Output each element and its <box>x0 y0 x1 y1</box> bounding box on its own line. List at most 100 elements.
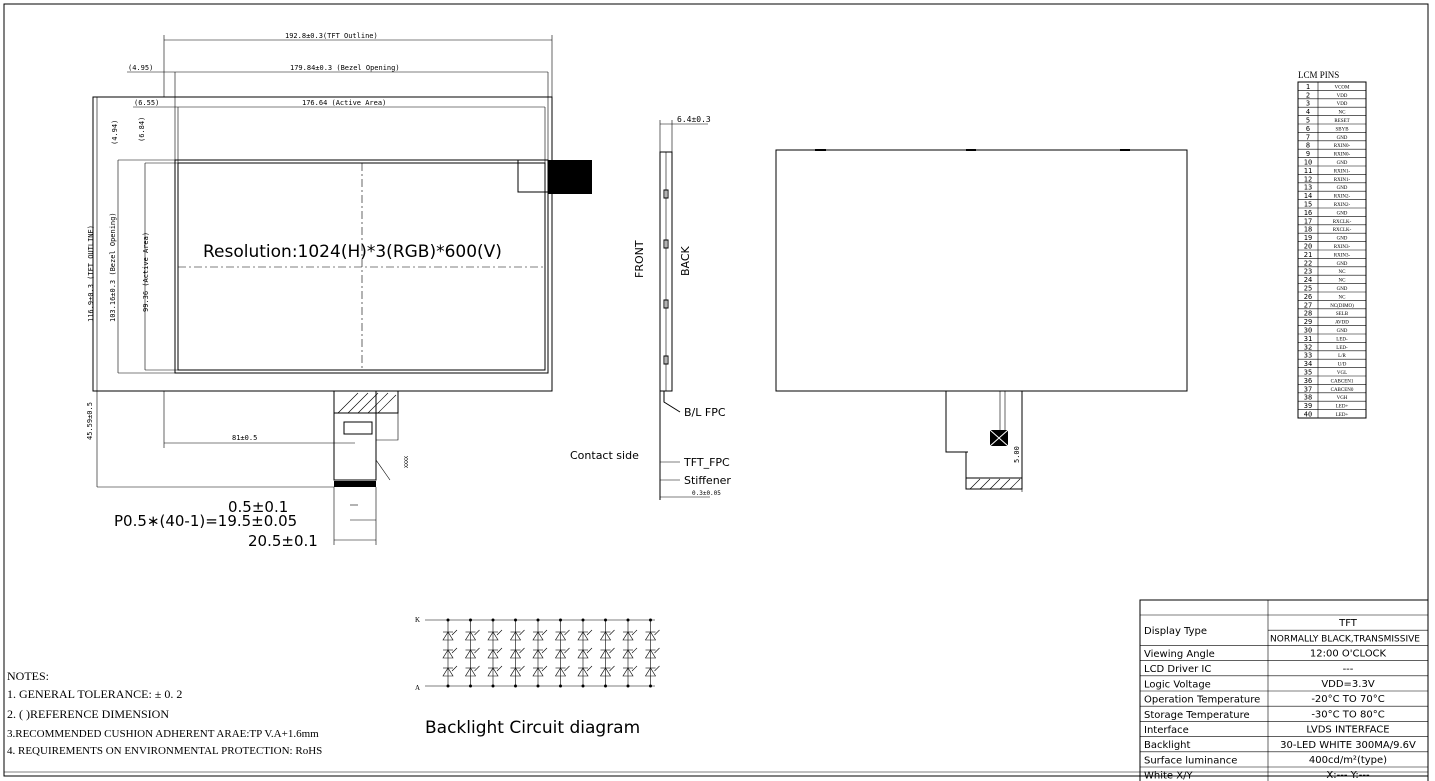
note-2: 2. ( )REFERENCE DIMENSION <box>7 707 169 721</box>
pin-signal: GND <box>1337 329 1348 334</box>
fpc-window <box>343 421 373 435</box>
pin-number: 26 <box>1304 293 1312 301</box>
led-icon <box>464 665 480 677</box>
label-tft-fpc: TFT_FPC <box>683 456 730 469</box>
pin-number: 6 <box>1306 125 1310 133</box>
dim-bezel-h: 103.16±0.3 (Bezel Opening) <box>109 212 117 322</box>
spec-label: LCD Driver IC <box>1144 664 1211 675</box>
pin-signal: LED- <box>1336 346 1348 351</box>
pin-number: 25 <box>1304 285 1312 293</box>
pin-number: 3 <box>1306 100 1310 108</box>
led-icon <box>487 629 503 641</box>
dim-tft-outline-h: 116.9±0.3 (TFT OUTLINE) <box>87 225 95 322</box>
fpc-mark: XXXX <box>404 456 410 468</box>
dim-fpc-width: 20.5±0.1 <box>248 532 318 550</box>
pin-number: 40 <box>1304 411 1312 419</box>
dim-fpc-position: 81±0.5 <box>232 434 257 442</box>
spec-label: Viewing Angle <box>1144 649 1215 660</box>
pin-number: 27 <box>1304 301 1312 309</box>
pin-signal: GND <box>1337 262 1348 267</box>
pin-number: 8 <box>1306 142 1310 150</box>
pin-number: 11 <box>1304 167 1312 175</box>
pin-signal: LED- <box>1336 337 1348 342</box>
pin-number: 32 <box>1304 343 1312 351</box>
pin-signal: U/D <box>1338 363 1347 368</box>
pin-number: 10 <box>1304 159 1312 167</box>
led-icon <box>532 665 548 677</box>
fpc-bend <box>375 413 399 481</box>
notes: NOTES: 1. GENERAL TOLERANCE: ± 0. 2 2. (… <box>7 669 322 757</box>
pin-signal: NC(DIMO) <box>1330 304 1354 309</box>
pin-number: 18 <box>1304 226 1312 234</box>
spec-label: Storage Temperature <box>1144 710 1250 721</box>
spec-label: Surface luminance <box>1144 755 1237 766</box>
side-view: 6.4±0.3 FRONT BACK B/L FPC Contact side … <box>570 115 731 500</box>
spec-value: --- <box>1343 664 1354 675</box>
pin-signal: RESET <box>1334 119 1349 124</box>
led-icon <box>554 629 570 641</box>
pin-number: 34 <box>1304 360 1312 368</box>
spec-value: VDD=3.3V <box>1321 679 1375 690</box>
pin-signal: GND <box>1337 287 1348 292</box>
spec-value: LVDS INTERFACE <box>1306 725 1389 736</box>
led-icon <box>554 665 570 677</box>
spec-label: White X/Y <box>1144 771 1193 781</box>
spec-value: 400cd/m²(type) <box>1309 755 1387 766</box>
pin-signal: RXCLK- <box>1333 220 1352 225</box>
dim-pitch: P0.5∗(40-1)=19.5±0.05 <box>114 512 297 530</box>
fpc-stiffener <box>333 390 399 414</box>
label-a: A <box>415 684 420 692</box>
led-icon <box>442 629 458 641</box>
dim-back: 5.00 <box>1013 446 1021 463</box>
pin-number: 38 <box>1304 394 1312 402</box>
dim-fpc-length: 45.59±0.5 <box>86 402 94 440</box>
dim-top-active: (6.84) <box>138 117 146 142</box>
spec-label: Logic Voltage <box>1144 679 1211 690</box>
front-view: XXXX Resolution:1024(H)*3(RGB)*600(V) <box>92 96 592 487</box>
led-icon <box>464 647 480 659</box>
dim-stiffener: 0.3±0.05 <box>692 490 721 497</box>
label-front: FRONT <box>633 240 646 278</box>
pin-number: 39 <box>1304 402 1312 410</box>
dim-thickness: 6.4±0.3 <box>677 115 711 124</box>
pin-number: 36 <box>1304 377 1312 385</box>
pin-signal: VDD <box>1337 102 1348 107</box>
spec-value: NORMALLY BLACK,TRANSMISSIVE <box>1270 634 1420 644</box>
led-icon <box>577 647 593 659</box>
led-icon <box>509 629 525 641</box>
pin-number: 17 <box>1304 217 1312 225</box>
led-icon <box>622 629 638 641</box>
led-icon <box>644 647 660 659</box>
fpc-outline <box>333 391 377 481</box>
led-icon <box>577 629 593 641</box>
note-4: 4. REQUIREMENTS ON ENVIRONMENTAL PROTECT… <box>7 745 322 757</box>
spec-label: Operation Temperature <box>1144 695 1260 706</box>
led-icon <box>509 647 525 659</box>
pin-number: 29 <box>1304 318 1312 326</box>
dim-bezel-w: 179.84±0.3 (Bezel Opening) <box>290 64 400 72</box>
spec-table: Display Type TFT NORMALLY BLACK,TRANSMISSI… <box>1139 599 1429 781</box>
resolution-label: Resolution:1024(H)*3(RGB)*600(V) <box>203 242 502 262</box>
pin-signal: RXCLK- <box>1333 228 1352 233</box>
pin-signal: VGL <box>1337 371 1347 376</box>
spec-value: -20°C TO 70°C <box>1311 694 1384 705</box>
dim-left-active: (6.55) <box>134 99 159 107</box>
pin-number: 35 <box>1304 369 1312 377</box>
spec-value: TFT <box>1338 618 1358 629</box>
led-icon <box>599 665 615 677</box>
spec-label: Display Type <box>1144 626 1207 637</box>
dim-left-bezel: (4.95) <box>128 64 153 72</box>
led-icon <box>599 629 615 641</box>
pin-signal: RXIN2- <box>1334 203 1351 208</box>
label-back: BACK <box>679 245 692 276</box>
spec-value: -30°C TO 80°C <box>1311 709 1384 720</box>
pin-signal: GND <box>1337 136 1348 141</box>
pin-signal: RXIN0- <box>1334 153 1351 158</box>
pin-number: 31 <box>1304 335 1312 343</box>
label-contact-side: Contact side <box>570 449 639 462</box>
led-icon <box>487 665 503 677</box>
pin-number: 15 <box>1304 201 1312 209</box>
pin-signal: LED+ <box>1336 413 1349 418</box>
active-area <box>177 162 546 371</box>
